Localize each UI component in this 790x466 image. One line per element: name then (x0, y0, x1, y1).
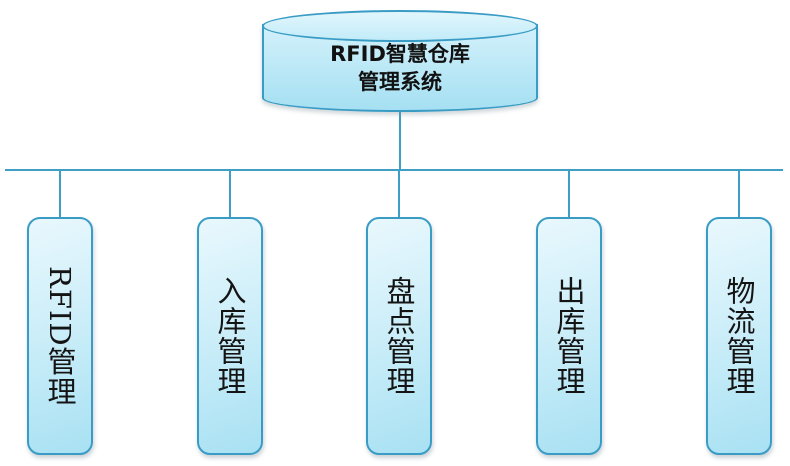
branch-node-rfid: RFID管理 (27, 217, 93, 455)
branch-node-inventory: 盘点管理 (366, 217, 432, 455)
connector-drop-4 (568, 171, 570, 218)
root-label-line1: RFID智慧仓库 (330, 42, 470, 66)
branch-label-inbound: 入库管理 (213, 276, 247, 396)
branch-node-outbound: 出库管理 (536, 217, 602, 455)
branch-node-logistics: 物流管理 (706, 217, 772, 455)
branch-node-inbound: 入库管理 (197, 217, 263, 455)
root-cylinder-top (262, 10, 538, 42)
branch-label-outbound: 出库管理 (552, 276, 586, 396)
branch-label-rfid: RFID管理 (43, 265, 77, 407)
connector-drop-1 (59, 171, 61, 218)
branch-label-logistics: 物流管理 (722, 276, 756, 396)
connector-horizontal-bus (5, 169, 783, 171)
connector-root-vertical (399, 112, 401, 170)
root-label-line2: 管理系统 (358, 69, 442, 94)
root-node-label: RFID智慧仓库 管理系统 (262, 41, 538, 96)
connector-drop-2 (229, 171, 231, 218)
connector-drop-5 (738, 171, 740, 218)
connector-drop-3 (398, 171, 400, 218)
branch-label-inventory: 盘点管理 (382, 276, 416, 396)
